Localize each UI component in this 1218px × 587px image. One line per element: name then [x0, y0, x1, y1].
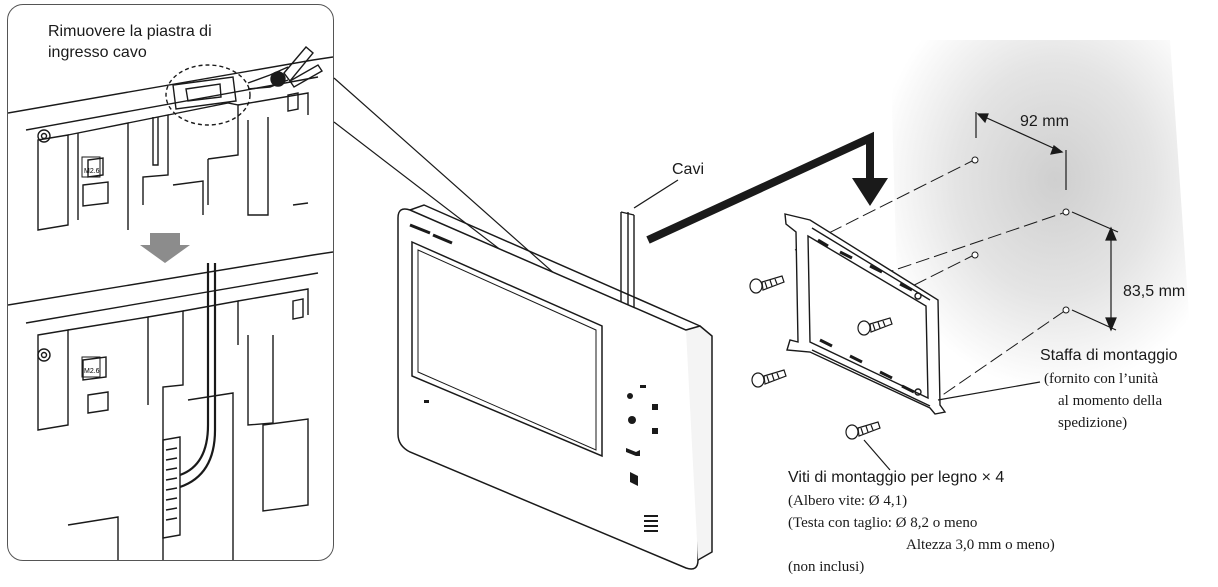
- svg-text:M2.6: M2.6: [84, 168, 100, 175]
- wood-screws: [749, 275, 893, 440]
- screw-icon: [857, 317, 893, 336]
- screws-leader: [863, 439, 891, 471]
- dimension-width: [975, 112, 1067, 190]
- screws-note-line4: (non inclusi): [788, 559, 865, 575]
- down-arrow-icon: [140, 233, 190, 263]
- screws-label: Viti di montaggio per legno × 4: [788, 469, 1005, 486]
- screws-note-line2: (Testa con taglio: Ø 8,2 o meno: [788, 515, 978, 531]
- screws-note-line1: (Albero vite: Ø 4,1): [788, 493, 908, 509]
- inset-drawing: M2.6: [8, 46, 333, 560]
- bracket-label: Staffa di montaggio: [1040, 347, 1178, 364]
- svg-text:M2.6: M2.6: [84, 368, 100, 375]
- mount-arrow-icon: [646, 131, 888, 244]
- screw-icon: [749, 275, 785, 294]
- screw-mark-lower: M2.6: [81, 356, 101, 378]
- monitor-unit: [397, 204, 713, 570]
- cables-leader: [633, 179, 679, 209]
- unit-back-before: [8, 56, 333, 231]
- pliers-icon: [247, 46, 323, 90]
- remove-plate-label-line2: ingresso cavo: [48, 44, 147, 61]
- monitor-buttons: [424, 385, 658, 532]
- screws-note-line3: Altezza 3,0 mm o meno): [906, 537, 1055, 553]
- dimension-height-label: 83,5 mm: [1123, 283, 1186, 300]
- wall-holes: [971, 156, 1070, 314]
- inset-panel: M2.6: [7, 4, 334, 561]
- bracket-note-line1: (fornito con l’unità: [1044, 371, 1159, 387]
- screw-mark-upper: M2.6: [81, 156, 101, 178]
- wall-shadow: [890, 40, 1190, 390]
- screw-icon: [845, 421, 881, 440]
- mounting-bracket: [784, 213, 947, 415]
- remove-plate-label-line1: Rimuovere la piastra di: [48, 23, 212, 40]
- bracket-note-line3: spedizione): [1058, 415, 1128, 431]
- bracket-leader: [937, 381, 1041, 401]
- cable-entry-plate: [165, 64, 251, 126]
- dimension-height: [1071, 211, 1119, 332]
- dimension-width-label: 92 mm: [1020, 113, 1069, 130]
- bracket-note-line2: al momento della: [1058, 393, 1163, 409]
- unit-back-after: [8, 251, 333, 560]
- screw-icon: [751, 369, 787, 388]
- cables-label: Cavi: [672, 161, 705, 178]
